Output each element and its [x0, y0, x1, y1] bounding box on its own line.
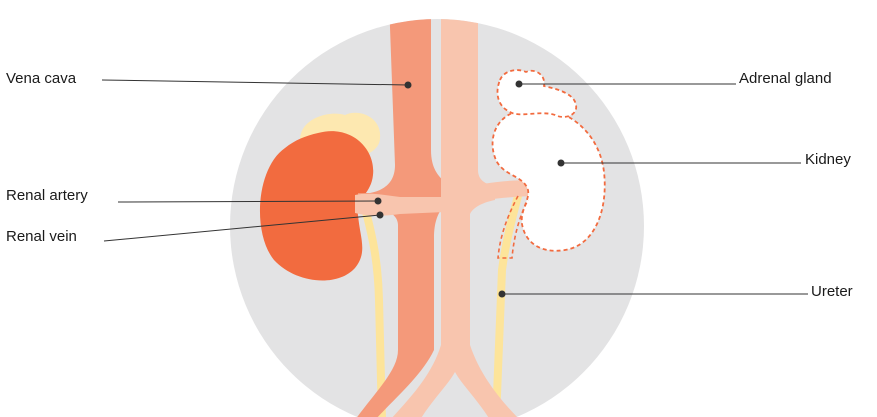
renal-artery-dot	[375, 198, 382, 205]
renal-vein-dot	[377, 212, 384, 219]
kidney-dot	[558, 160, 565, 167]
ureter-label: Ureter	[811, 283, 853, 300]
vena-cava-label: Vena cava	[6, 70, 76, 87]
renal-vein-label: Renal vein	[6, 228, 77, 245]
renal-artery-label: Renal artery	[6, 187, 88, 204]
adrenal-gland-label: Adrenal gland	[739, 70, 832, 87]
adrenal-gland-dot	[516, 81, 523, 88]
ureter-dot	[499, 291, 506, 298]
left-renal-vessel	[355, 194, 445, 216]
vena-cava-dot	[405, 82, 412, 89]
kidney-label: Kidney	[805, 151, 851, 168]
